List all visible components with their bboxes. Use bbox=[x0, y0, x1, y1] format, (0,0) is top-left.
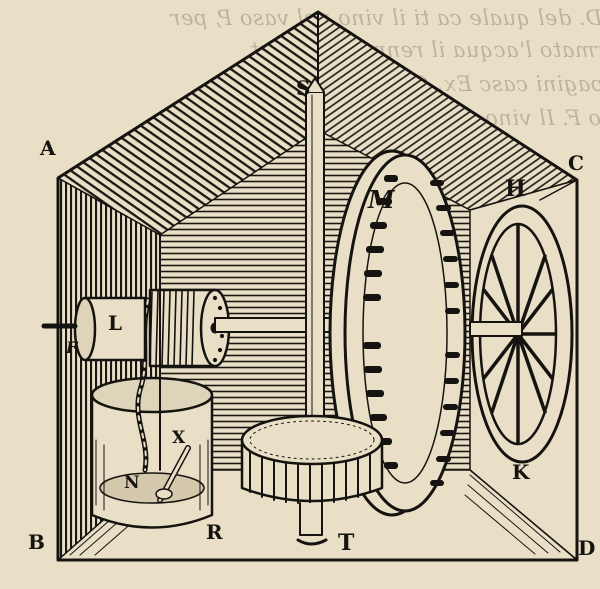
label-m: M bbox=[368, 185, 395, 214]
label-k: K bbox=[512, 460, 530, 484]
label-r: R bbox=[206, 520, 223, 544]
label-a: A bbox=[40, 136, 56, 160]
label-d: D bbox=[578, 536, 596, 560]
label-e: E bbox=[500, 389, 510, 403]
label-s: S bbox=[296, 76, 311, 100]
spoked-wheel-h bbox=[469, 204, 574, 464]
label-h: H bbox=[505, 176, 526, 202]
tub-r bbox=[90, 376, 214, 529]
label-t: T bbox=[338, 530, 355, 556]
label-l: L bbox=[108, 311, 123, 335]
frame-outline bbox=[56, 10, 579, 562]
label-n: N bbox=[124, 473, 140, 493]
crown-gear-m bbox=[328, 149, 467, 517]
lantern-drum-t bbox=[240, 414, 384, 546]
label-f: F bbox=[66, 338, 78, 357]
label-x: X bbox=[172, 428, 186, 448]
label-c: C bbox=[568, 151, 584, 175]
windlass-drum-l bbox=[41, 288, 231, 368]
vertical-shaft-s bbox=[305, 91, 325, 443]
label-b: B bbox=[28, 530, 45, 554]
